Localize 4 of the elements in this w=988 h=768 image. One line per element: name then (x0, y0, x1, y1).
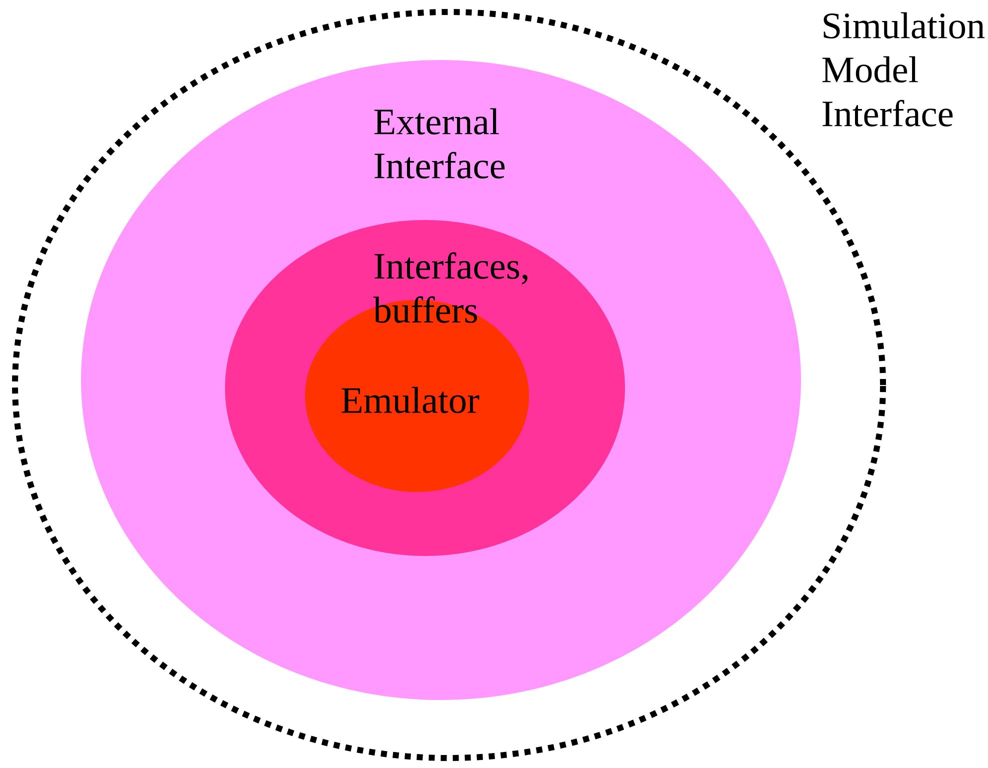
layer-label: Simulation Model Interface (822, 12, 985, 127)
layer-label: Interfaces, buffers (373, 252, 528, 323)
layer-label: Emulator (342, 386, 480, 414)
layer-label: External Interface (374, 108, 505, 179)
